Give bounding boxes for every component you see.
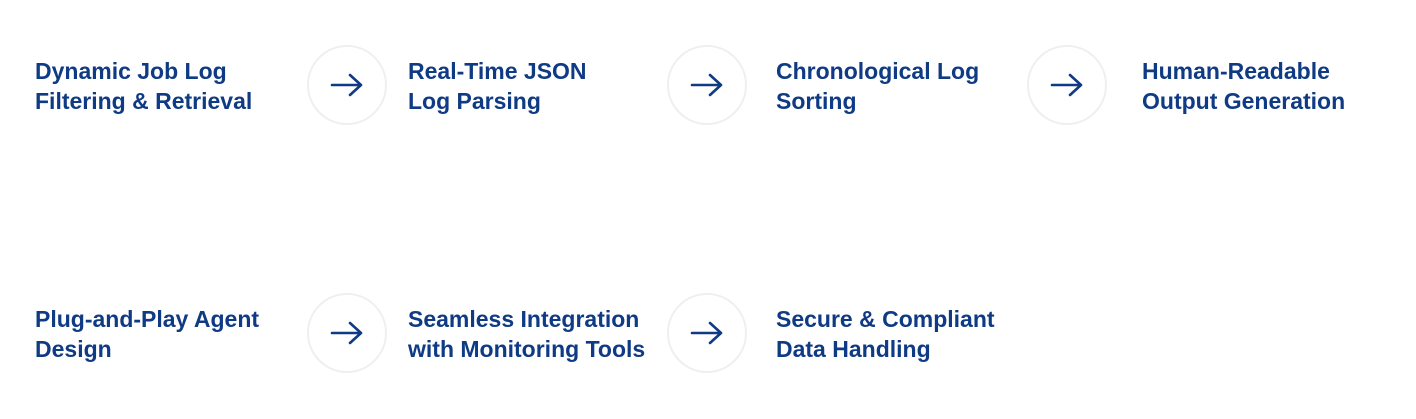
arrow-right-icon [330,73,363,97]
arrow-connector [1027,45,1107,125]
step-secure-compliant-data-handling: Secure & Compliant Data Handling [776,306,995,362]
step-seamless-integration: Seamless Integration with Monitoring Too… [408,306,646,362]
arrow-right-icon [1050,73,1083,97]
arrow-connector [307,293,387,373]
step-plug-and-play-agent-design: Plug-and-Play Agent Design [35,306,260,362]
step-human-readable-output-generation: Human-Readable Output Generation [1142,58,1346,114]
step-dynamic-job-log-filtering: Dynamic Job Log Filtering & Retrieval [35,58,253,114]
step-chronological-log-sorting: Chronological Log Sorting [776,58,980,114]
arrow-right-icon [330,321,363,345]
arrow-connector [307,45,387,125]
arrow-connector [667,293,747,373]
arrow-right-icon [690,321,723,345]
step-real-time-json-log-parsing: Real-Time JSON Log Parsing [408,58,587,114]
arrow-right-icon [690,73,723,97]
arrow-connector [667,45,747,125]
